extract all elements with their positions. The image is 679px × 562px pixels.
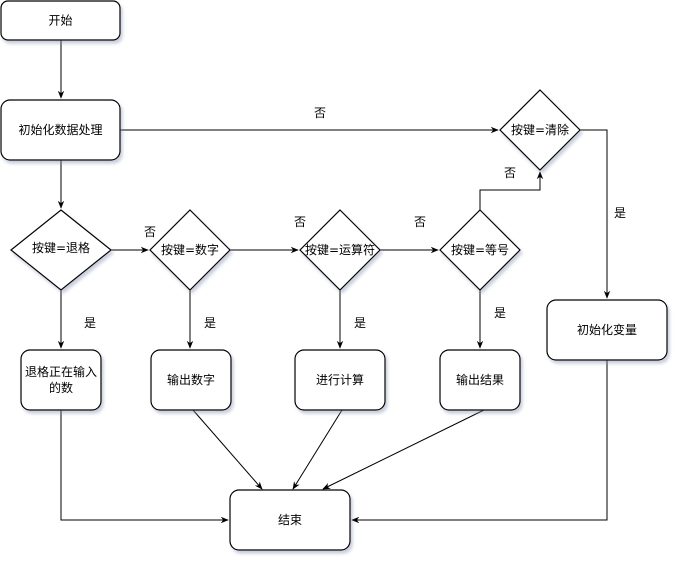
label-yes-backspace: 是 (84, 316, 96, 330)
node-is-operator[interactable]: 按键=运算符 (299, 209, 381, 291)
edge-labels: 否 否 否 否 否 是 是 是 是 是 (84, 106, 626, 330)
edge-output-result-to-end (322, 409, 485, 490)
label-no-backspace: 否 (144, 225, 156, 239)
label-no-equals: 否 (504, 166, 516, 180)
label-yes-operator: 是 (354, 316, 366, 330)
node-init-data[interactable]: 初始化数据处理 (0, 99, 121, 161)
edge-clear-yes (580, 129, 611, 299)
edge-output-digit-to-end (192, 409, 263, 490)
node-is-clear-label: 按键=清除 (511, 122, 569, 137)
node-is-digit-label: 按键=数字 (161, 242, 219, 257)
node-is-clear[interactable]: 按键=清除 (499, 89, 581, 171)
node-start[interactable]: 开始 (0, 0, 121, 41)
node-is-backspace-label: 按键=退格 (32, 240, 90, 255)
label-no-digit: 否 (294, 215, 306, 229)
label-no-clear: 否 (314, 106, 326, 120)
edges (57, 40, 611, 524)
edge-equals-to-clear (479, 171, 544, 210)
label-yes-equals: 是 (494, 306, 506, 320)
node-init-vars-label: 初始化变量 (577, 322, 637, 337)
node-output-digit[interactable]: 输出数字 (150, 349, 232, 411)
node-compute-label: 进行计算 (316, 372, 364, 387)
node-backspace-input-label-line1: 退格正在输入 (25, 364, 97, 379)
node-end[interactable]: 结束 (229, 489, 351, 551)
node-output-result[interactable]: 输出结果 (439, 349, 521, 411)
node-is-digit[interactable]: 按键=数字 (149, 209, 231, 291)
edge-backspace-input-to-end (60, 410, 229, 524)
edge-compute-to-end (292, 409, 343, 490)
node-init-vars[interactable]: 初始化变量 (546, 299, 668, 361)
label-no-operator: 否 (414, 215, 426, 229)
node-is-backspace[interactable]: 按键=退格 (10, 209, 112, 291)
node-is-equals[interactable]: 按键=等号 (439, 209, 521, 291)
node-compute[interactable]: 进行计算 (294, 349, 386, 411)
edge-init-vars-to-end (351, 360, 608, 524)
label-yes-digit: 是 (204, 316, 216, 330)
node-output-result-label: 输出结果 (456, 372, 504, 387)
node-output-digit-label: 输出数字 (167, 372, 215, 387)
node-is-equals-label: 按键=等号 (451, 243, 509, 257)
node-end-label: 结束 (278, 513, 302, 527)
label-yes-clear: 是 (614, 206, 626, 220)
node-backspace-input[interactable]: 退格正在输入 的数 (20, 349, 102, 411)
node-backspace-input-label-line2: 的数 (49, 380, 73, 395)
node-init-data-label: 初始化数据处理 (18, 122, 102, 137)
node-start-label: 开始 (48, 14, 72, 28)
node-is-operator-label: 按键=运算符 (305, 242, 375, 257)
